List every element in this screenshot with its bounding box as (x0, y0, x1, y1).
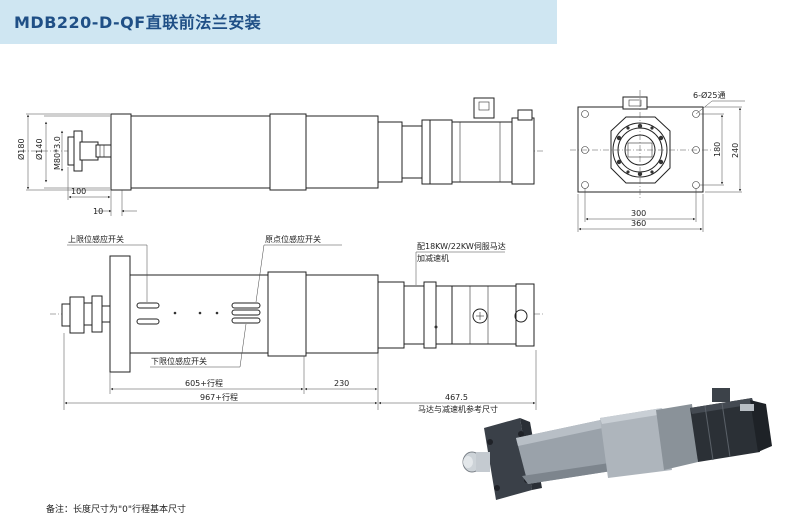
label-reducer: 加减速机 (417, 253, 449, 263)
dim-180: 180 (713, 142, 722, 157)
product-3d-render (462, 388, 772, 500)
dim-360: 360 (631, 219, 646, 228)
label-upper-sensor: 上限位感应开关 (68, 234, 124, 244)
label-origin-sensor: 原点位感应开关 (265, 234, 321, 244)
title-banner: MDB220-D-QF直联前法兰安装 (0, 0, 557, 44)
dim-967: 967+行程 (200, 392, 238, 402)
dim-467-5: 467.5 (445, 393, 468, 402)
label-lower-sensor: 下限位感应开关 (151, 356, 207, 366)
dim-thread: M80*3.0 (53, 136, 62, 170)
dim-605: 605+行程 (185, 378, 223, 388)
bottom-side-view: 上限位感应开关 原点位感应开关 下限位感应开关 配18KW/22KW伺服马达 加… (50, 234, 545, 414)
dim-dia180: Ø180 (16, 138, 26, 160)
holes-label: 6-Ø25通 (693, 90, 725, 100)
top-side-view: Ø180 Ø140 M80*3.0 100 10 (16, 97, 545, 216)
dim-10: 10 (93, 207, 103, 216)
end-view: 6-Ø25通 180 240 300 360 (570, 90, 745, 232)
dim-dia140: Ø140 (34, 138, 44, 160)
page-title: MDB220-D-QF直联前法兰安装 (14, 13, 262, 32)
footnote: 备注：长度尺寸为"0"行程基本尺寸 (46, 505, 187, 515)
label-motor-spec: 配18KW/22KW伺服马达 (417, 241, 506, 251)
dim-230: 230 (334, 379, 349, 388)
label-motor-ref: 马达与减速机参考尺寸 (418, 404, 498, 414)
dim-300: 300 (631, 209, 646, 218)
dim-100: 100 (71, 187, 86, 196)
dim-240: 240 (731, 143, 740, 158)
